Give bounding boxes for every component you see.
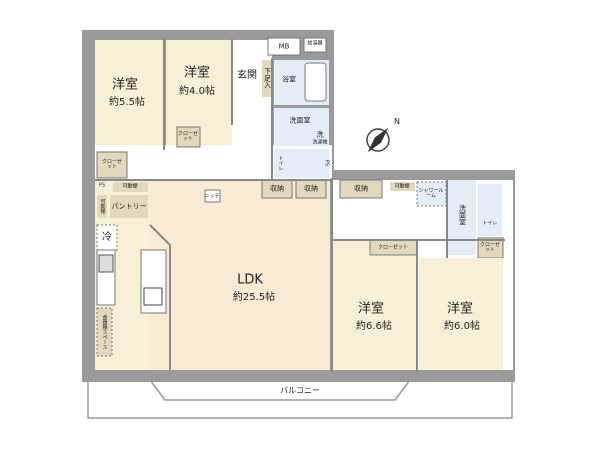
closet-label: クローゼット — [479, 242, 500, 253]
toilet-label: トイレ — [277, 155, 284, 171]
room-name: 洋室 — [183, 65, 211, 81]
ps-label: PS — [323, 159, 330, 167]
room-name: 洋室 — [357, 301, 385, 317]
room-toilet-1 — [274, 149, 329, 178]
storage-label: 収納 — [270, 184, 284, 193]
washer-label: 洗 — [316, 130, 324, 139]
sink — [143, 287, 163, 306]
room-washroom-2 — [448, 180, 476, 255]
bath-label: 浴室 — [282, 75, 296, 84]
room-name: 洋室 — [111, 77, 139, 93]
closet-2 — [96, 151, 128, 179]
room-name: 洋室 — [446, 301, 474, 317]
niche-label: ニッチ — [204, 193, 220, 200]
mb — [267, 37, 301, 56]
room-western-3 — [333, 256, 416, 370]
shoe-storage — [262, 60, 272, 97]
room-toilet-2 — [478, 184, 502, 236]
ps-label: PS — [98, 182, 106, 189]
closet-label: クローゼット — [178, 131, 199, 142]
shoe-storage-label: 下足入 — [263, 67, 272, 89]
room-area: 約25.5帖 — [232, 292, 276, 303]
storage-label: 収納 — [354, 184, 368, 193]
pantry-label: パントリー — [111, 202, 147, 211]
closet-1 — [176, 126, 201, 148]
room-name: LDK — [237, 272, 263, 288]
balcony-label: バルコニー — [280, 386, 320, 395]
shelf-label: 可動棚 — [99, 198, 106, 214]
shelf-label: 可動棚 — [122, 183, 138, 190]
storage-label: 収納 — [304, 184, 318, 193]
water-heater — [303, 37, 327, 53]
room-western-4 — [419, 258, 503, 370]
mb-label: MB — [278, 42, 290, 51]
washroom-label: 洗面室 — [458, 204, 467, 226]
room-area: 約5.5帖 — [109, 97, 145, 108]
toilet-label: トイレ — [482, 220, 498, 227]
shower-room — [416, 181, 447, 207]
north-label: N — [394, 117, 400, 126]
fridge-label: 冷 — [102, 232, 112, 243]
shelf-label: 可動棚 — [394, 183, 410, 190]
closet-label: クローゼット — [101, 159, 122, 170]
compass-icon — [366, 127, 390, 153]
shower-label: シャワールーム — [418, 188, 444, 199]
entrance-label: 玄関 — [237, 70, 257, 81]
washroom-label: 洗面室 — [289, 116, 311, 125]
room-washroom-1 — [274, 108, 329, 146]
washer-space-label: 洗濯機 — [312, 139, 328, 146]
water-heater-label: 給湯器 — [307, 40, 323, 47]
cooktop — [98, 254, 114, 273]
room-area: 約6.0帖 — [444, 321, 480, 332]
cupboard-label: 食器棚スペース — [101, 314, 108, 350]
room-area: 約6.6帖 — [356, 321, 392, 332]
room-area: 約4.0帖 — [179, 86, 215, 97]
bathtub — [304, 62, 327, 102]
closet-label: クローゼット — [377, 244, 409, 251]
